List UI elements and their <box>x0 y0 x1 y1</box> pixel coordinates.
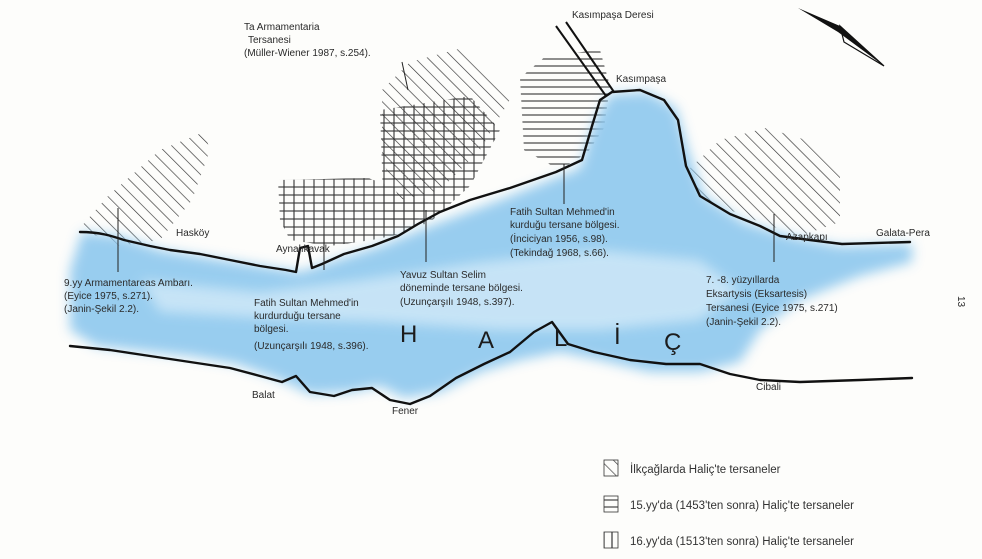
label-kasimpasa: Kasımpaşa <box>616 74 666 85</box>
svg-text:(Tekindağ 1968, s.66).: (Tekindağ 1968, s.66). <box>510 248 609 259</box>
legend-label: 15.yy'da (1453'ten sonra) Haliç'te tersa… <box>630 500 854 512</box>
legend-swatch-horizontal <box>603 495 619 513</box>
label-kasimpasa-deresi: Kasımpaşa Deresi <box>572 10 654 21</box>
label-cibali: Cibali <box>756 382 781 393</box>
svg-text:(Müller-Wiener 1987, s.254).: (Müller-Wiener 1987, s.254). <box>244 48 371 59</box>
annotation-fatih-2: Fatih Sultan Mehmed'in kurduğu tersane b… <box>510 207 620 259</box>
legend-label: İlkçağlarda Haliç'te tersaneler <box>630 463 781 476</box>
svg-text:kurduğu tersane bölgesi.: kurduğu tersane bölgesi. <box>510 220 620 231</box>
svg-text:(Eyice 1975, s.271).: (Eyice 1975, s.271). <box>64 291 153 302</box>
svg-text:Fatih Sultan Mehmed'in: Fatih Sultan Mehmed'in <box>254 298 359 309</box>
legend: İlkçağlarda Haliç'te tersaneler 15.yy'da… <box>603 459 854 549</box>
label-aynalikavak: Aynalıkavak <box>276 244 331 255</box>
svg-text:7. -8. yüzyıllarda: 7. -8. yüzyıllarda <box>706 275 780 286</box>
legend-item: İlkçağlarda Haliç'te tersaneler <box>603 459 781 477</box>
shorelines <box>68 8 914 406</box>
label-fener: Fener <box>392 406 419 417</box>
svg-text:Eksartysis (Eksartesis): Eksartysis (Eksartesis) <box>706 289 807 300</box>
zone-haskoy-diagonal <box>80 132 210 246</box>
title-letter: L <box>554 325 568 352</box>
legend-swatch-diagonal <box>603 459 619 477</box>
annotation-eksartysis: 7. -8. yüzyıllarda Eksartysis (Eksartesi… <box>706 275 838 328</box>
svg-text:Ta Armamentaria: Ta Armamentaria <box>244 22 320 33</box>
svg-text:(Janin-Şekil 2.2).: (Janin-Şekil 2.2). <box>64 304 139 315</box>
legend-swatch-vertical <box>603 531 619 549</box>
legend-label: 16.yy'da (1513'ten sonra) Haliç'te tersa… <box>630 536 854 548</box>
svg-text:Tersanesi: Tersanesi <box>248 35 291 46</box>
zone-azapkapi-diagonal <box>688 128 840 236</box>
water-body <box>70 92 912 398</box>
title-letter: H <box>400 321 418 348</box>
zone-yavuz-grid <box>380 96 500 226</box>
page-number: 13 <box>955 296 966 308</box>
svg-text:(Janin-Şekil 2.2).: (Janin-Şekil 2.2). <box>706 317 781 328</box>
south-shore <box>68 320 914 406</box>
svg-text:döneminde tersane bölgesi.: döneminde tersane bölgesi. <box>400 283 523 294</box>
svg-text:Fatih Sultan Mehmed'in: Fatih Sultan Mehmed'in <box>510 207 615 218</box>
label-azapkapi: Azapkapı <box>786 232 828 243</box>
svg-text:(Uzunçarşılı 1948, s.396).: (Uzunçarşılı 1948, s.396). <box>254 341 369 352</box>
label-balat: Balat <box>252 390 275 401</box>
title-letter: İ <box>614 323 622 350</box>
svg-text:Yavuz Sultan Selim: Yavuz Sultan Selim <box>400 270 486 281</box>
legend-item: 15.yy'da (1453'ten sonra) Haliç'te tersa… <box>603 495 854 513</box>
annotation-fatih-1: Fatih Sultan Mehmed'in kurdurduğu tersan… <box>254 298 369 352</box>
leader-lines <box>117 61 775 272</box>
halic-title: H A L İ Ç <box>400 321 682 356</box>
label-galata-pera: Galata-Pera <box>876 228 930 239</box>
water-highlight <box>140 250 740 330</box>
shipyard-hatching <box>80 48 840 246</box>
north-arrow-outline <box>838 24 885 67</box>
svg-text:Tersanesi (Eyice 1975, s.271): Tersanesi (Eyice 1975, s.271) <box>706 303 838 314</box>
svg-text:bölgesi.: bölgesi. <box>254 324 288 335</box>
annotation-ta-armamentaria: Ta Armamentaria Tersanesi (Müller-Wiener… <box>244 22 371 59</box>
north-arrow <box>798 8 884 66</box>
legend-item: 16.yy'da (1513'ten sonra) Haliç'te tersa… <box>603 531 854 549</box>
annotation-armamentareas: 9.yy Armamentareas Ambarı. (Eyice 1975, … <box>64 278 193 315</box>
north-shore <box>78 88 912 274</box>
title-letter: A <box>478 327 495 354</box>
kasimpasa-creek <box>555 21 615 97</box>
svg-text:9.yy Armamentareas Ambarı.: 9.yy Armamentareas Ambarı. <box>64 278 193 289</box>
golden-horn-water <box>70 92 912 398</box>
annotation-yavuz: Yavuz Sultan Selim döneminde tersane böl… <box>400 270 523 308</box>
svg-text:(İnciciyan 1956, s.98).: (İnciciyan 1956, s.98). <box>510 232 608 245</box>
svg-text:kurdurduğu tersane: kurdurduğu tersane <box>254 311 341 322</box>
svg-text:(Uzunçarşılı 1948, s.397).: (Uzunçarşılı 1948, s.397). <box>400 297 515 308</box>
place-names: Kasımpaşa Deresi Kasımpaşa Hasköy Aynalı… <box>176 10 930 417</box>
label-haskoy: Hasköy <box>176 228 209 239</box>
title-letter: Ç <box>664 329 682 356</box>
